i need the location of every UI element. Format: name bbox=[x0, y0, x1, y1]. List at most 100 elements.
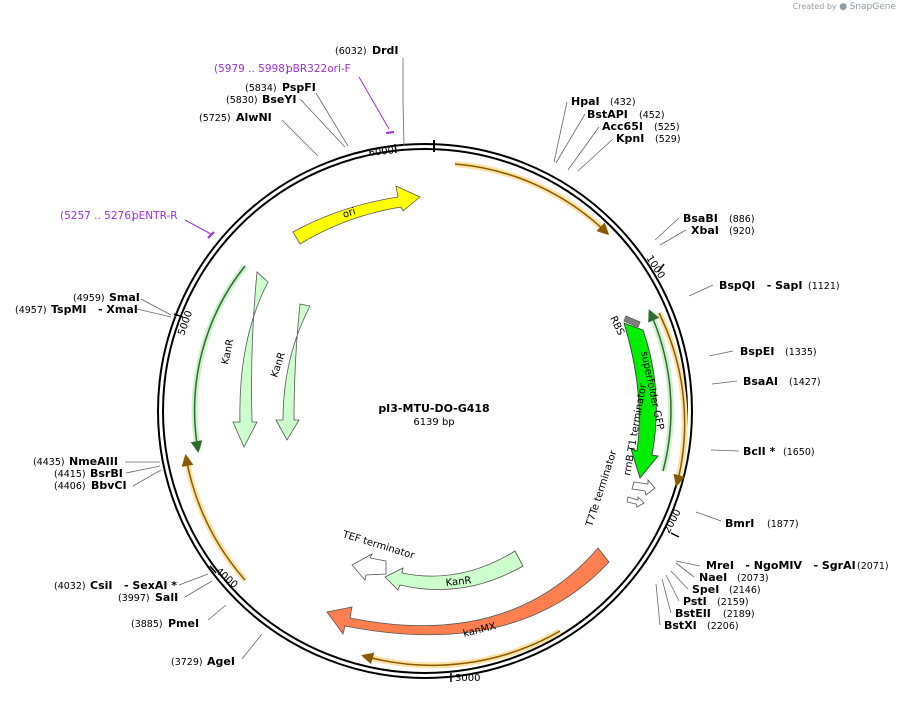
tick-label-6000: 6000 bbox=[368, 145, 394, 159]
site-position-bseyi: (5830) bbox=[226, 95, 258, 106]
orf-arc-bottom-glow bbox=[363, 628, 562, 669]
tick-label-5000: 5000 bbox=[176, 309, 195, 337]
feature-t7te-terminator bbox=[626, 496, 645, 508]
tick-2000 bbox=[670, 532, 680, 538]
tick-4000 bbox=[209, 565, 217, 574]
site-name-tspmi-xmai: TspMI - XmaI bbox=[51, 303, 138, 316]
leader-sali bbox=[184, 580, 213, 598]
orf-arcs bbox=[181, 161, 688, 669]
site-name-sali: SalI bbox=[155, 591, 178, 604]
leader-drdi bbox=[402, 58, 405, 147]
site-position-pspfi: (5834) bbox=[245, 83, 277, 94]
leader-bcli bbox=[710, 449, 740, 452]
primer-pentr-leader bbox=[184, 219, 212, 235]
leader-bspqi bbox=[688, 284, 714, 297]
site-name-pmei: PmeI bbox=[168, 617, 199, 630]
site-labels: (6032) DrdI (5834) PspFI (5830) BseYI (5… bbox=[15, 44, 889, 668]
tick-1000 bbox=[657, 263, 665, 273]
site-name-bmri: BmrI bbox=[725, 517, 754, 530]
orf-arc-bottom bbox=[361, 630, 561, 666]
leader-agei bbox=[241, 633, 263, 660]
site-name-csii-sexai: CsiI - SexAI * bbox=[90, 579, 177, 592]
plasmid-length: 6139 bp bbox=[413, 417, 454, 428]
snapgene-credit: Created by ● SnapGene bbox=[793, 2, 896, 12]
site-name-naei: NaeI bbox=[699, 571, 727, 584]
site-position-bspqi-sapi: (1121) bbox=[808, 281, 840, 292]
tick-label-2000: 2000 bbox=[662, 508, 684, 536]
plasmid-name: pI3-MTU-DO-G418 bbox=[378, 402, 489, 415]
leader-bbvci bbox=[132, 469, 162, 487]
credit-brand: SnapGene bbox=[849, 2, 896, 12]
feature-kanmx bbox=[326, 547, 610, 636]
site-position-alwni: (5725) bbox=[199, 113, 231, 124]
site-position-naei: (2073) bbox=[737, 573, 769, 584]
site-position-spei: (2146) bbox=[729, 585, 761, 596]
orf-arc-top-glow bbox=[454, 161, 610, 236]
leader-pmei bbox=[207, 604, 227, 621]
site-name-pspfi: PspFI bbox=[282, 81, 316, 94]
leader-pspfi bbox=[315, 92, 349, 147]
site-name-smai: SmaI bbox=[109, 291, 140, 304]
site-name-bsrbi: BsrBI bbox=[90, 467, 123, 480]
site-name-bstapi: BstAPI bbox=[587, 108, 628, 121]
leader-acc65i bbox=[567, 126, 600, 171]
leader-bstapi bbox=[555, 113, 586, 164]
site-name-alwni: AlwNI bbox=[236, 111, 272, 124]
leader-mrei bbox=[675, 560, 701, 567]
orf-arc-right bbox=[658, 312, 686, 487]
site-position-agei: (3729) bbox=[171, 657, 203, 668]
site-position-sali: (3997) bbox=[118, 593, 150, 604]
primer-pentr-mark bbox=[207, 231, 215, 239]
site-position-bstxi: (2206) bbox=[707, 621, 739, 632]
leader-bsaai bbox=[711, 380, 738, 385]
feature-label-tef-terminator: TEF terminator bbox=[340, 529, 416, 562]
orf-arc-left-glow bbox=[183, 456, 248, 582]
primer-pentr-name: pENTR-R bbox=[132, 210, 178, 222]
feature-ori bbox=[292, 185, 421, 245]
leader-bsrbi bbox=[125, 465, 161, 474]
credit-prefix: Created by bbox=[792, 2, 837, 11]
site-position-psti: (2159) bbox=[717, 597, 749, 608]
site-name-agei: AgeI bbox=[207, 655, 235, 668]
site-position-mrei-ngomiv-sgrai: (2071) bbox=[857, 561, 889, 572]
site-name-bspqi-sapi: BspQI - SapI bbox=[719, 279, 802, 292]
site-position-bsabi: (886) bbox=[729, 214, 755, 225]
site-name-bsteii: BstEII bbox=[675, 607, 711, 620]
site-position-bbvci: (4406) bbox=[54, 481, 86, 492]
leader-bsabi bbox=[654, 217, 680, 241]
kan-arc-right bbox=[648, 309, 672, 472]
site-name-nmeaiii: NmeAIII bbox=[69, 455, 118, 468]
site-name-bsaai: BsaAI bbox=[743, 375, 778, 388]
feature-label-kanr-inner: KanR bbox=[269, 351, 287, 379]
site-position-drdi: (6032) bbox=[335, 46, 367, 57]
feature-label-kanr-bottom: KanR bbox=[445, 575, 472, 589]
feature-label-ori: ori bbox=[341, 206, 357, 221]
feature-label-t7te-terminator: T7Te terminator bbox=[584, 448, 620, 529]
site-name-bstxi: BstXI bbox=[664, 619, 697, 632]
leader-smai bbox=[140, 298, 172, 316]
site-leaders bbox=[125, 58, 740, 660]
site-position-pmei: (3885) bbox=[131, 619, 163, 630]
site-position-nmeaiii: (4435) bbox=[33, 457, 65, 468]
orf-arc-left bbox=[181, 454, 246, 581]
site-name-bbvci: BbvCI bbox=[91, 479, 127, 492]
tick-label-3000: 3000 bbox=[455, 673, 480, 684]
primers: (5979 .. 5998) pBR322ori-F (5257 .. 5276… bbox=[60, 63, 395, 239]
site-position-kpni: (529) bbox=[655, 134, 681, 145]
site-position-acc65i: (525) bbox=[654, 122, 680, 133]
snapgene-logo: ● bbox=[839, 2, 848, 12]
leader-bmri bbox=[695, 511, 722, 522]
site-position-smai: (4959) bbox=[73, 293, 105, 304]
site-name-bseyi: BseYI bbox=[262, 93, 296, 106]
kan-arcs bbox=[190, 264, 674, 472]
leader-xbai bbox=[659, 229, 687, 246]
feature-rbs bbox=[623, 315, 641, 328]
leader-bseyi bbox=[299, 98, 346, 148]
site-position-xbai: (920) bbox=[729, 226, 755, 237]
primer-pbr322-mark bbox=[385, 131, 395, 134]
feature-rrnb-terminator bbox=[631, 478, 656, 496]
leader-alwni bbox=[281, 119, 319, 157]
leader-kpni bbox=[577, 138, 614, 172]
leader-tspmi bbox=[136, 308, 172, 318]
